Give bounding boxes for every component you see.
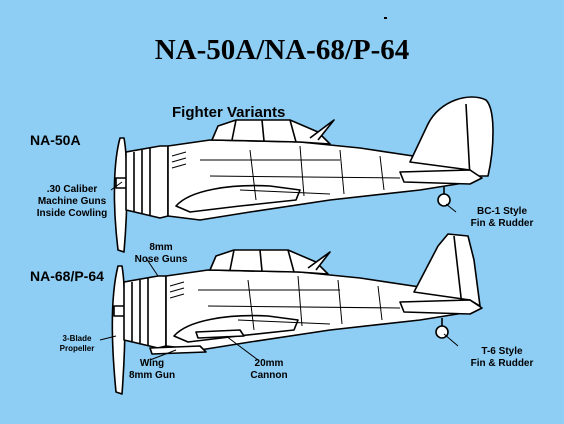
annotation-line: Inside Cowling: [36, 208, 108, 219]
annotation-line: 20mm: [254, 358, 284, 369]
annotation-line: T-6 Style: [481, 346, 523, 357]
cannon-pod: [195, 329, 245, 339]
annotation-line: BC-1 Style: [476, 206, 527, 217]
na-50a-wing: [175, 184, 301, 213]
annotation-guns-cowling: .30 Caliber Machine Guns Inside Cowling: [24, 184, 120, 220]
annotation-line: Fin & Rudder: [470, 358, 534, 369]
annotation-t6: T-6 Style Fin & Rudder: [460, 346, 544, 370]
na-68-aircraft: [111, 233, 483, 395]
variant-label-na-68: NA-68/P-64: [30, 268, 104, 284]
annotation-line: Fin & Rudder: [470, 218, 534, 229]
variant-label-na-50a: NA-50A: [30, 132, 81, 148]
annotation-line: Machine Guns: [37, 196, 107, 207]
stray-mark: [384, 17, 387, 19]
annotation-line: Cannon: [250, 370, 288, 381]
annotation-line: 3-Blade: [62, 334, 92, 343]
annotation-line: Nose Guns: [134, 254, 188, 265]
na-50a-tail-fin: [409, 96, 494, 177]
na-50a-canopy: [211, 119, 331, 145]
annotation-cannon: 20mm Cannon: [236, 358, 302, 382]
na-68-canopy: [209, 249, 329, 275]
annotation-wing-gun: Wing 8mm Gun: [124, 358, 180, 382]
annotation-line: Wing: [139, 358, 165, 369]
na-50a-cowling: [125, 145, 169, 219]
leader-lines: [99, 181, 459, 361]
annotation-line: 8mm: [149, 242, 173, 253]
diagram-title: NA-50A/NA-68/P-64: [154, 34, 410, 66]
annotation-bc1: BC-1 Style Fin & Rudder: [460, 206, 544, 230]
annotation-line: Propeller: [59, 344, 95, 353]
annotation-propeller: 3-Blade Propeller: [52, 334, 102, 354]
na-50a-aircraft: [113, 96, 494, 253]
wing-gun-pod: [149, 345, 207, 355]
diagram-subtitle: Fighter Variants: [172, 104, 286, 121]
annotation-line: .30 Caliber: [46, 184, 98, 195]
na-68-cowling: [123, 275, 167, 349]
annotation-line: 8mm Gun: [128, 370, 176, 381]
annotation-nose-guns: 8mm Nose Guns: [126, 242, 196, 266]
